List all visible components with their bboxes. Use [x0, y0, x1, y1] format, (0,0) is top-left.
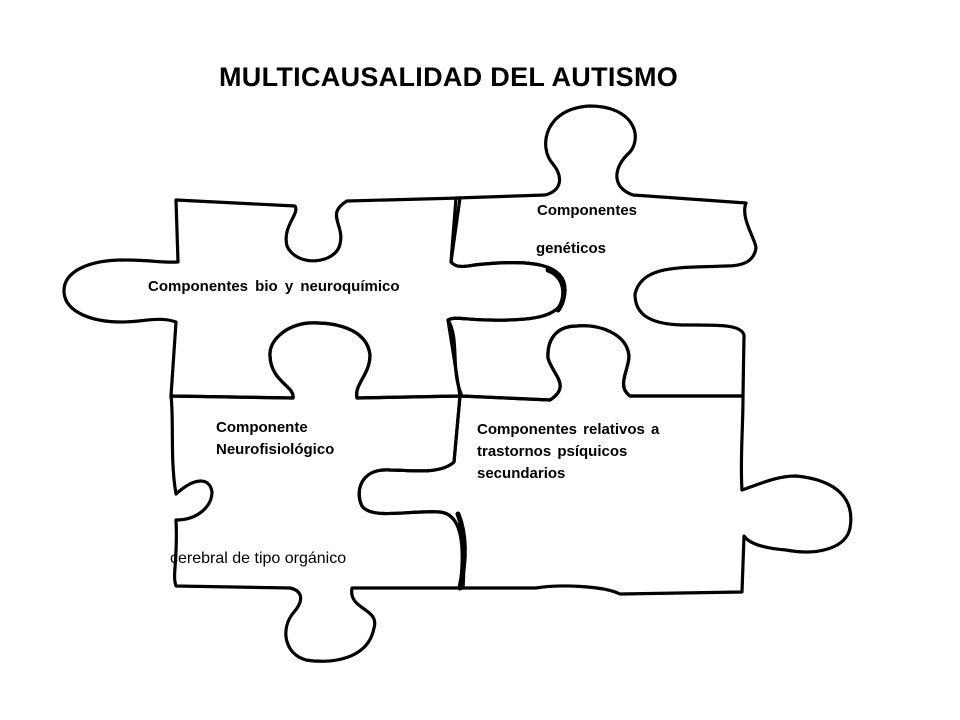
psychic-disorders-label-line2: trastornos psíquicos	[477, 443, 628, 460]
psychic-disorders-label-line3: secundarios	[477, 465, 566, 482]
puzzle-piece-neuro	[169, 321, 466, 663]
psychic-disorders-label: Componentes relativos a trastornos psíqu…	[477, 419, 659, 485]
puzzle-piece-bio	[62, 196, 567, 400]
puzzle-piece-psychic	[357, 324, 853, 596]
puzzle-piece-genetic	[446, 104, 758, 402]
psychic-disorders-label-line1: Componentes relativos a	[477, 421, 660, 438]
genetic-label-line2: genéticos	[536, 240, 607, 257]
cerebral-organic-label: cerebral de tipo orgánico	[170, 550, 347, 567]
page-title: MULTICAUSALIDAD DEL AUTISMO	[219, 62, 679, 92]
neurophysiological-label-line1: Componente	[216, 419, 308, 436]
bio-neurochemical-label: Componentes bio y neuroquímico	[148, 278, 400, 295]
puzzle-piece-genetic-heavy-edge	[545, 267, 567, 313]
neurophysiological-label: Componente Neurofisiológico	[216, 417, 334, 461]
genetic-label-line1: Componentes	[537, 202, 638, 219]
neurophysiological-label-line2: Neurofisiológico	[216, 441, 335, 458]
